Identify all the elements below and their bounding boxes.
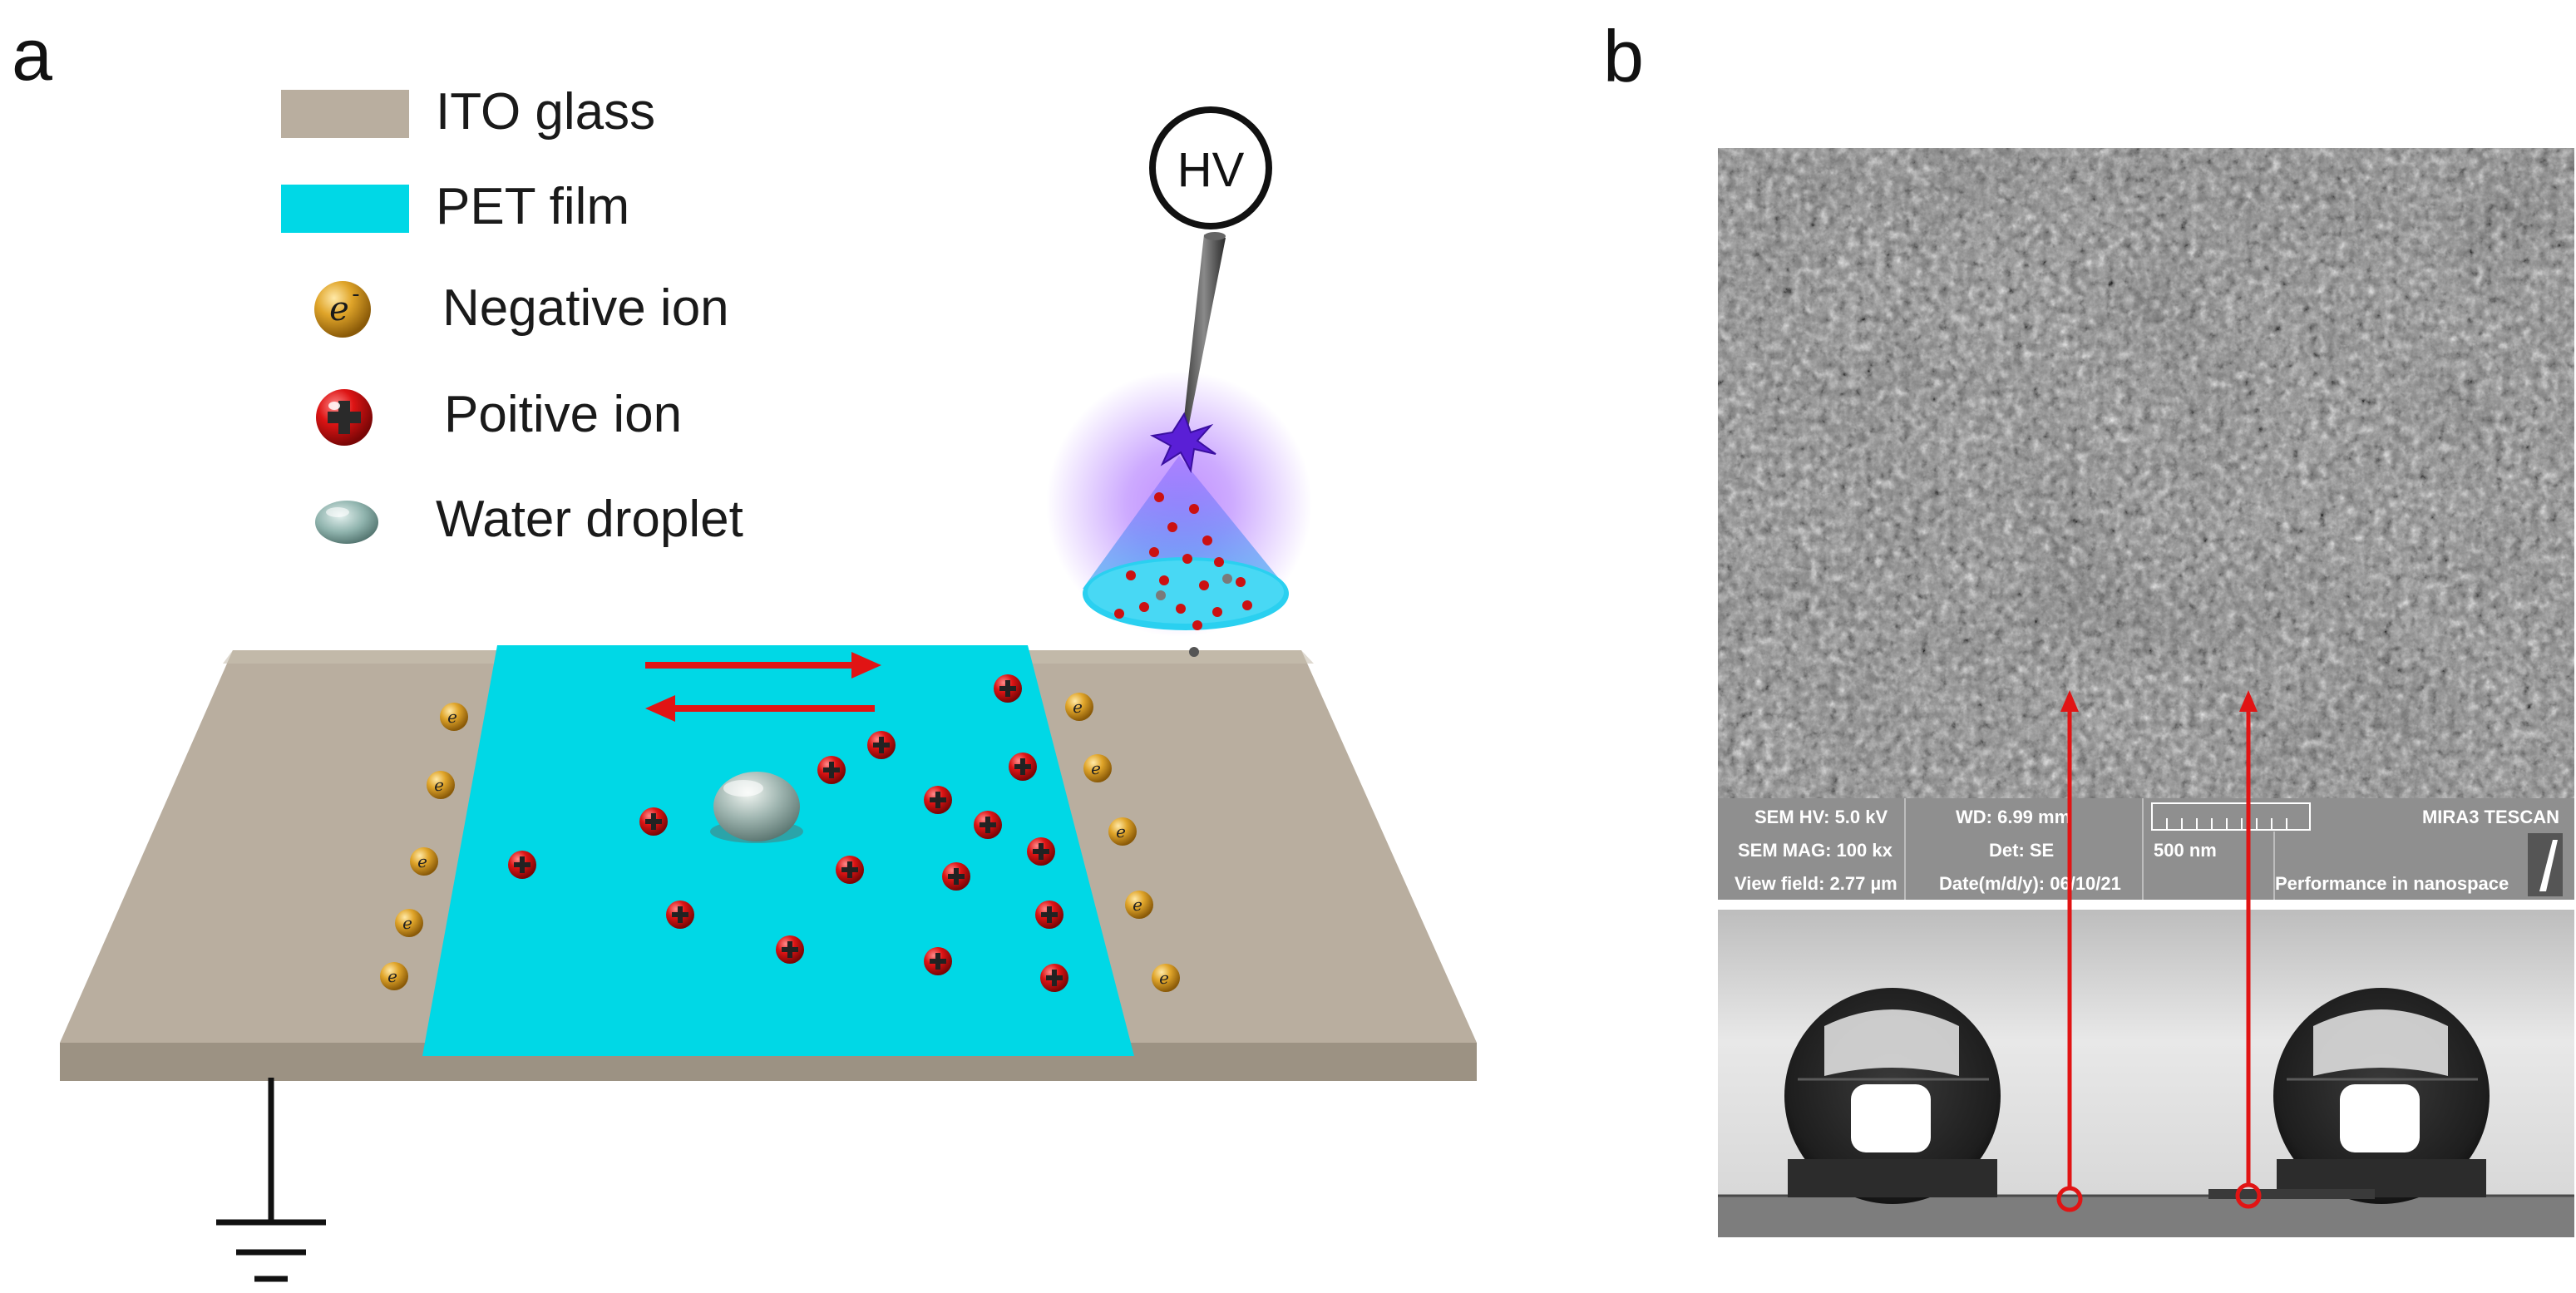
negative-ions: e e e e e e e e e e [380, 693, 1180, 992]
negative-ion-superscript: - [352, 282, 359, 307]
tescan-logo-icon [2528, 833, 2563, 896]
water-droplet-icon [315, 501, 378, 544]
svg-text:e: e [1091, 758, 1101, 778]
svg-text:e: e [447, 707, 457, 727]
legend-swatch-ito-glass [281, 90, 409, 138]
hv-label: HV [1177, 143, 1245, 197]
svg-text:e: e [1133, 895, 1142, 915]
droplet-left [1784, 988, 2001, 1204]
link-arrows [2056, 690, 2262, 1212]
positive-ions [508, 674, 1068, 992]
ground-icon [216, 1078, 326, 1282]
svg-text:e: e [417, 851, 427, 871]
needle-electrode [1182, 232, 1226, 432]
svg-text:e: e [434, 775, 444, 795]
panel-label-a: a [12, 13, 52, 96]
water-droplet [710, 772, 803, 843]
double-arrow-icon [645, 652, 881, 722]
negative-ion-icon: e - [314, 281, 371, 338]
corona-discharge [1046, 371, 1312, 657]
contact-angle-image [1718, 910, 2574, 1237]
sem-scale: 500 nm [2154, 840, 2217, 861]
schematic-diagram: e e e e e e e e e e [60, 106, 1477, 1282]
sem-micrograph [1718, 148, 2574, 798]
legend-label-water-droplet: Water droplet [436, 491, 743, 548]
scale-bar-icon [2151, 802, 2311, 831]
legend-label-negative-ion: Negative ion [442, 279, 729, 337]
pet-film [422, 645, 1134, 1056]
sem-info-bar: SEM HV: 5.0 kV WD: 6.99 mm MIRA3 TESCAN … [1718, 798, 2574, 900]
panel-label-b: b [1603, 15, 1644, 97]
legend-swatch-pet-film [281, 185, 409, 233]
sem-hv: SEM HV: 5.0 kV [1754, 807, 1888, 827]
sem-det: Det: SE [1989, 840, 2055, 861]
legend-label-positive-ion: Poitive ion [444, 386, 683, 443]
hv-source: HV [1149, 106, 1272, 229]
legend-label-ito-glass: ITO glass [436, 83, 656, 141]
svg-text:e: e [1116, 822, 1126, 841]
droplet-right [2273, 988, 2490, 1204]
legend-label-pet-film: PET film [436, 178, 630, 235]
sem-date: Date(m/d/y): 06/10/21 [1939, 873, 2121, 894]
sem-mag: SEM MAG: 100 kx [1738, 840, 1893, 861]
negative-ion-symbol: e [329, 290, 349, 328]
positive-ion-icon [316, 389, 373, 446]
arrowhead-icon [2060, 690, 2258, 712]
sem-brand: MIRA3 TESCAN [2421, 807, 2559, 827]
sem-view-field: View field: 2.77 µm [1735, 873, 1897, 894]
sem-wd: WD: 6.99 mm [1956, 807, 2071, 827]
svg-text:e: e [1073, 697, 1083, 717]
spark-icon [1149, 412, 1216, 474]
svg-text:e: e [387, 966, 397, 986]
svg-text:e: e [1159, 968, 1169, 988]
svg-text:e: e [402, 913, 412, 933]
sem-tagline: Performance in nanospace [2275, 873, 2509, 894]
